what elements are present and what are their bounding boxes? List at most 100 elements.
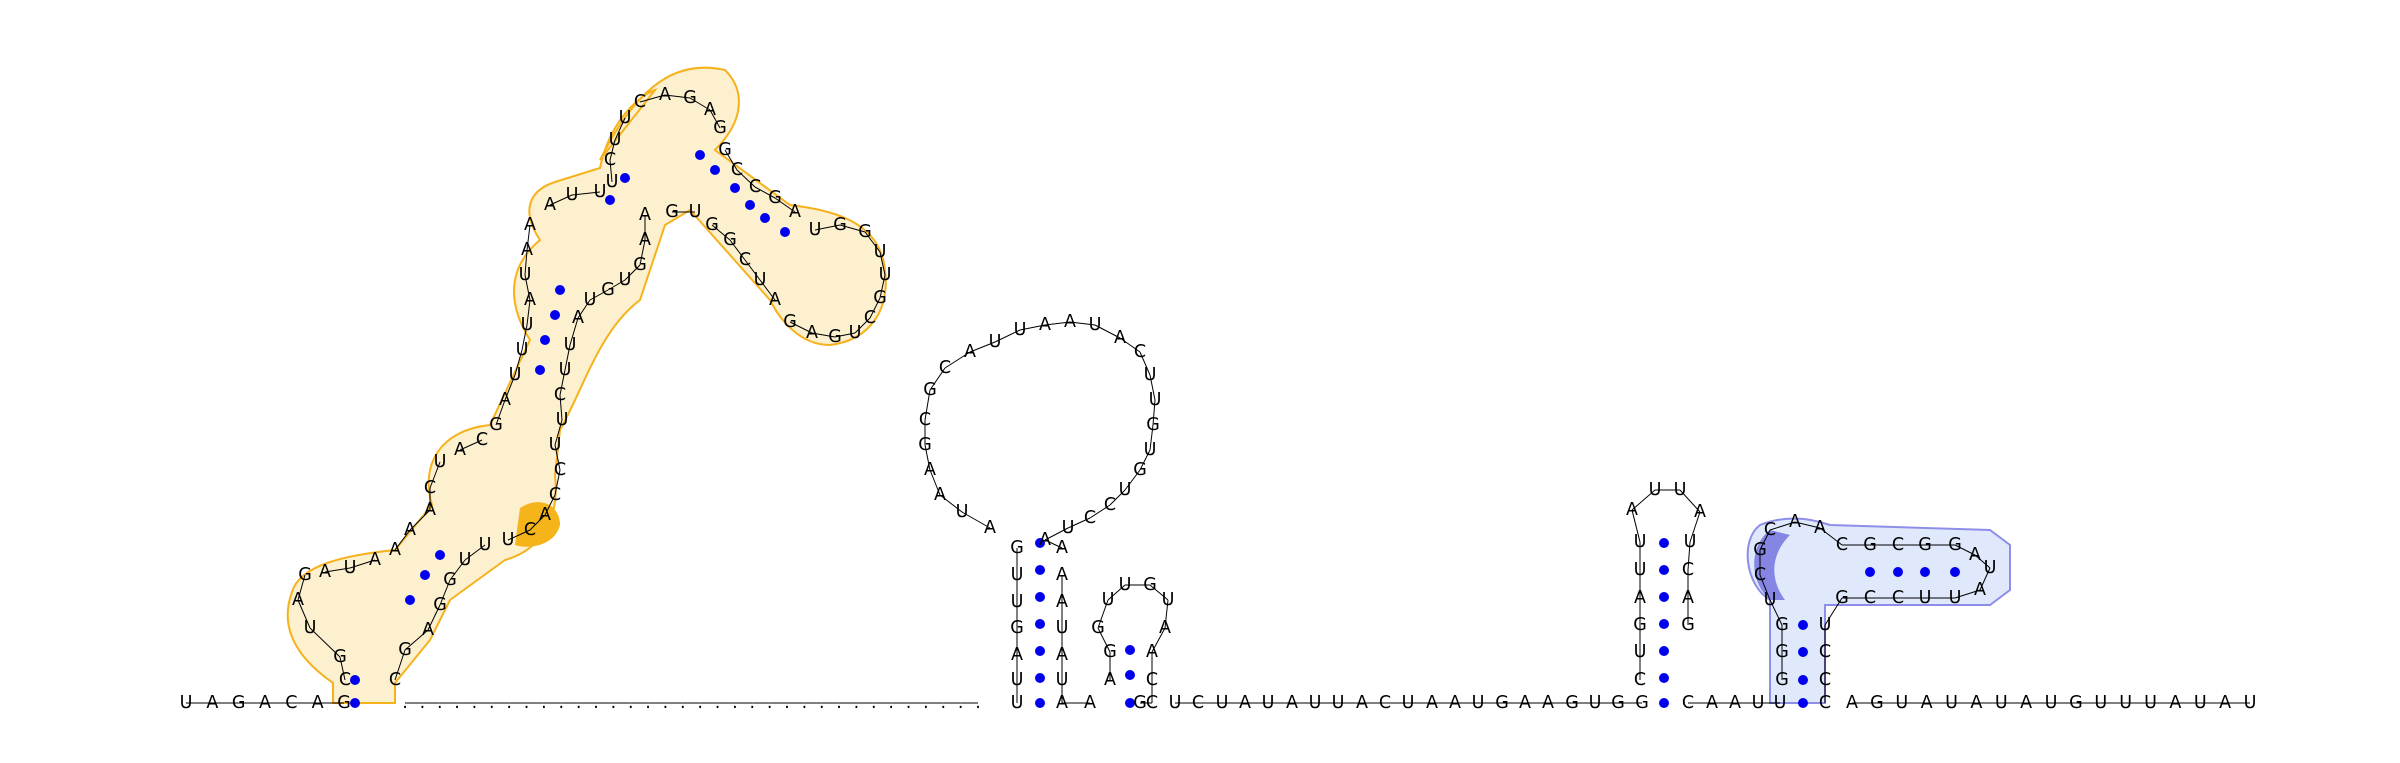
backbone-link bbox=[1067, 517, 1091, 529]
nucleotide: G bbox=[1775, 615, 1789, 635]
nucleotide: U bbox=[594, 182, 607, 202]
backbone-link bbox=[1679, 489, 1701, 513]
nucleotide: G bbox=[298, 565, 312, 585]
backbone-link bbox=[774, 197, 796, 213]
nucleotide: U bbox=[2094, 693, 2107, 713]
backbone-link bbox=[929, 367, 946, 391]
backbone-link bbox=[1631, 489, 1656, 511]
nucleotide: A bbox=[521, 240, 533, 260]
backbone-link bbox=[409, 509, 431, 531]
nucleotide: . bbox=[767, 693, 773, 713]
domain-highlights bbox=[286, 66, 2011, 704]
nucleotide: C bbox=[1754, 565, 1766, 585]
backbone-link bbox=[811, 332, 836, 338]
nucleotide: A bbox=[1706, 693, 1718, 713]
nucleotide: G bbox=[398, 640, 412, 660]
nucleotide: U bbox=[1169, 693, 1182, 713]
nucleotide: U bbox=[1674, 480, 1687, 500]
nucleotide: A bbox=[1542, 693, 1554, 713]
nucleotide: . bbox=[489, 693, 495, 713]
backbone-link bbox=[1152, 399, 1156, 426]
nucleotide: C bbox=[1634, 670, 1646, 690]
nucleotide: A bbox=[1729, 693, 1741, 713]
base-pair-dot bbox=[760, 213, 770, 223]
nucleotide: G bbox=[923, 380, 937, 400]
nucleotide: C bbox=[1764, 520, 1776, 540]
nucleotide: A bbox=[1039, 530, 1051, 550]
nucleotide: G bbox=[337, 693, 351, 713]
nucleotide: G bbox=[333, 647, 347, 667]
backbone-link bbox=[429, 461, 441, 489]
base-pair-dot bbox=[620, 173, 630, 183]
nucleotide: U bbox=[1011, 693, 1024, 713]
backbone-link bbox=[1164, 599, 1169, 629]
backbone-link bbox=[559, 394, 563, 421]
backbone-link bbox=[464, 544, 486, 561]
nucleotide: U bbox=[809, 220, 822, 240]
backbone-link bbox=[711, 224, 731, 241]
backbone-link bbox=[689, 97, 711, 111]
nucleotide: C bbox=[1134, 342, 1146, 362]
backbone-link bbox=[624, 264, 641, 281]
nucleotide: A bbox=[1969, 545, 1981, 565]
nucleotide: A bbox=[259, 693, 271, 713]
nucleotide: U bbox=[1984, 558, 1997, 578]
nucleotide: G bbox=[1870, 693, 1884, 713]
nucleotide: U bbox=[479, 535, 492, 555]
backbone-link bbox=[1139, 449, 1151, 471]
base-pair-dot bbox=[435, 550, 445, 560]
backbone-link bbox=[577, 299, 591, 319]
nucleotide: C bbox=[919, 410, 931, 430]
nucleotide: U bbox=[1149, 390, 1162, 410]
nucleotide: A bbox=[1056, 693, 1068, 713]
nucleotide: G bbox=[1146, 415, 1160, 435]
nucleotide: . bbox=[454, 693, 460, 713]
base-pair-dot bbox=[745, 200, 755, 210]
backbone-link bbox=[529, 514, 546, 531]
nucleotide: U bbox=[1819, 615, 1832, 635]
nucleotide: U bbox=[180, 693, 193, 713]
backbone-link bbox=[526, 224, 531, 251]
backbone-link bbox=[495, 399, 506, 426]
nucleotide: U bbox=[1764, 590, 1777, 610]
nucleotide: C bbox=[749, 177, 761, 197]
base-pair-dot bbox=[1035, 646, 1045, 656]
nucleotide: A bbox=[934, 485, 946, 505]
backbone-link bbox=[1794, 521, 1821, 529]
nucleotide: C bbox=[1192, 693, 1204, 713]
nucleotide: . bbox=[541, 693, 547, 713]
nucleotide: A bbox=[1846, 693, 1858, 713]
nucleotide: G bbox=[2069, 693, 2083, 713]
nucleotide: A bbox=[312, 693, 324, 713]
backbone-link bbox=[814, 224, 841, 231]
backbone-link bbox=[459, 439, 483, 451]
nucleotide: U bbox=[1062, 518, 1075, 538]
nucleotide: C bbox=[1819, 642, 1831, 662]
backbone-link bbox=[439, 579, 451, 606]
backbone-link bbox=[1097, 627, 1111, 653]
nucleotide: A bbox=[1159, 618, 1171, 638]
nucleotide: A bbox=[769, 290, 781, 310]
nucleotide: C bbox=[1836, 535, 1848, 555]
nucleotide: A bbox=[1974, 580, 1986, 600]
nucleotide: A bbox=[292, 590, 304, 610]
backbone-link bbox=[924, 389, 931, 421]
backbone-link bbox=[724, 149, 738, 171]
nucleotide: U bbox=[619, 108, 632, 128]
base-pair-dot bbox=[550, 310, 560, 320]
backbone-link bbox=[744, 259, 761, 281]
backbone-link bbox=[297, 599, 311, 629]
nucleotide: U bbox=[606, 172, 619, 192]
nucleotide: G bbox=[601, 280, 615, 300]
nucleotide: . bbox=[854, 693, 860, 713]
nucleotide: C bbox=[524, 520, 536, 540]
base-pair-dot bbox=[1659, 698, 1669, 708]
base-pair-dot bbox=[1798, 647, 1808, 657]
nucleotide: A bbox=[1056, 565, 1068, 585]
nucleotide: U bbox=[519, 265, 532, 285]
nucleotide: A bbox=[1056, 645, 1068, 665]
backbone-link bbox=[524, 274, 531, 301]
nucleotide: U bbox=[1589, 693, 1602, 713]
backbone-link bbox=[589, 289, 609, 301]
nucleotide: C bbox=[939, 358, 951, 378]
